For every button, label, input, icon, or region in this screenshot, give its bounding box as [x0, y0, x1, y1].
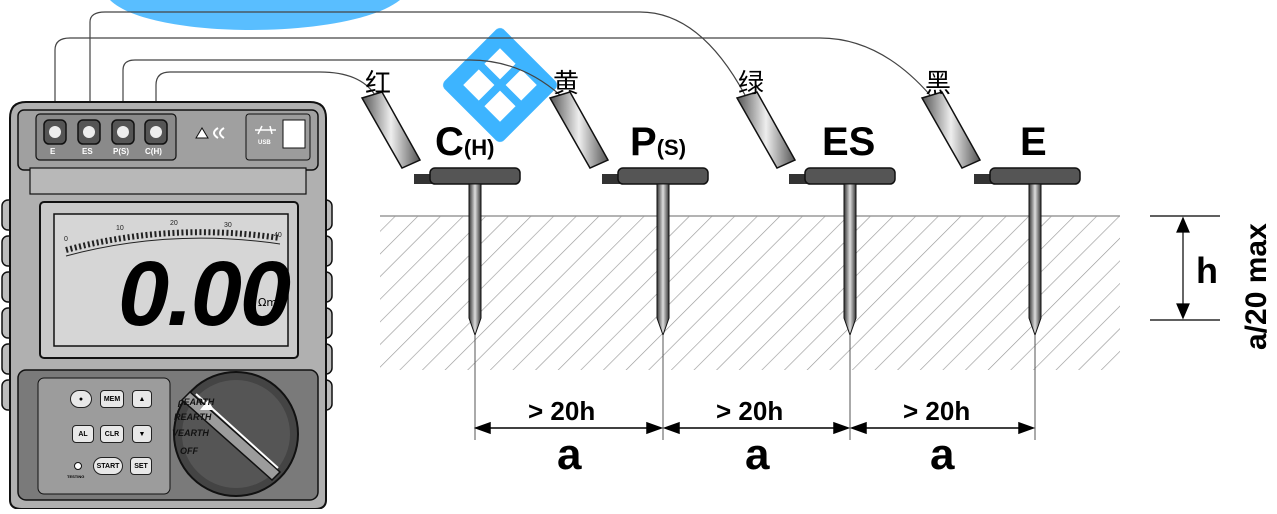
distance-label-1: > 20h	[528, 396, 596, 426]
scale-tick-0: 0	[64, 236, 68, 243]
start-button[interactable]: START	[93, 457, 123, 475]
rotary-off[interactable]: OFF	[180, 446, 198, 456]
terminal-label-c: C(H)	[145, 147, 162, 156]
probe-clip-es	[735, 91, 807, 184]
scale-tick-10: 10	[116, 225, 124, 232]
up-button[interactable]: ▲	[132, 390, 152, 408]
spacing-a-3: a	[930, 430, 955, 479]
scale-tick-20: 20	[170, 220, 178, 227]
lcd-unit: Ωm	[258, 296, 278, 309]
clr-button[interactable]: CLR	[100, 425, 124, 443]
depth-label: h	[1196, 250, 1218, 291]
depth-max-label: a/20 max	[1240, 223, 1273, 350]
usb-label: USB	[258, 140, 271, 146]
wire-label-red: 红	[365, 69, 392, 99]
arrow-down-icon: ▼	[138, 430, 146, 438]
probe-label-p: P(S)	[630, 120, 687, 164]
power-icon: ●	[78, 395, 84, 403]
set-button[interactable]: SET	[130, 457, 152, 475]
mem-button[interactable]: MEM	[100, 390, 124, 408]
terminal-label-e: E	[50, 147, 56, 156]
probe-label-es: ES	[822, 120, 876, 164]
spacing-arrows	[473, 421, 1036, 435]
stake-e	[989, 167, 1081, 337]
reference-lines	[474, 335, 1036, 440]
spacing-a-2: a	[745, 430, 770, 479]
stake-c	[429, 167, 521, 337]
soil-area	[380, 216, 1120, 370]
probe-label-c: C(H)	[435, 120, 495, 164]
testing-label: TESTING	[67, 474, 85, 479]
stake-p	[617, 167, 709, 337]
terminal-label-p: P(S)	[113, 147, 129, 156]
test-leads	[54, 11, 931, 125]
lcd-reading: 0.00	[118, 243, 291, 345]
arrow-up-icon: ▲	[138, 395, 146, 403]
probe-clip-p	[548, 91, 620, 184]
probe-label-e: E	[1020, 120, 1047, 164]
power-button[interactable]: ●	[70, 390, 92, 408]
rotary-r-earth[interactable]: REARTH	[174, 412, 212, 422]
probe-clip-e	[920, 91, 992, 184]
scale-tick-30: 30	[224, 222, 232, 229]
probe-clip-c	[360, 91, 432, 184]
down-button[interactable]: ▼	[132, 425, 152, 443]
distance-label-2: > 20h	[716, 396, 784, 426]
rotary-rho-earth[interactable]: ρEARTH	[178, 397, 215, 407]
wire-label-yellow: 黄	[553, 69, 580, 99]
wire-label-green: 绿	[738, 69, 765, 99]
spacing-a-1: a	[557, 430, 582, 479]
depth-indicator	[1150, 215, 1220, 321]
earth-tester-device	[1, 101, 333, 510]
scale-tick-40: 40	[274, 232, 282, 239]
distance-label-3: > 20h	[903, 396, 971, 426]
rotary-v-earth[interactable]: VEARTH	[172, 428, 209, 438]
al-button[interactable]: AL	[72, 425, 94, 443]
terminal-label-es: ES	[82, 147, 93, 156]
stake-es	[804, 167, 896, 337]
wire-label-black: 黑	[925, 69, 952, 99]
